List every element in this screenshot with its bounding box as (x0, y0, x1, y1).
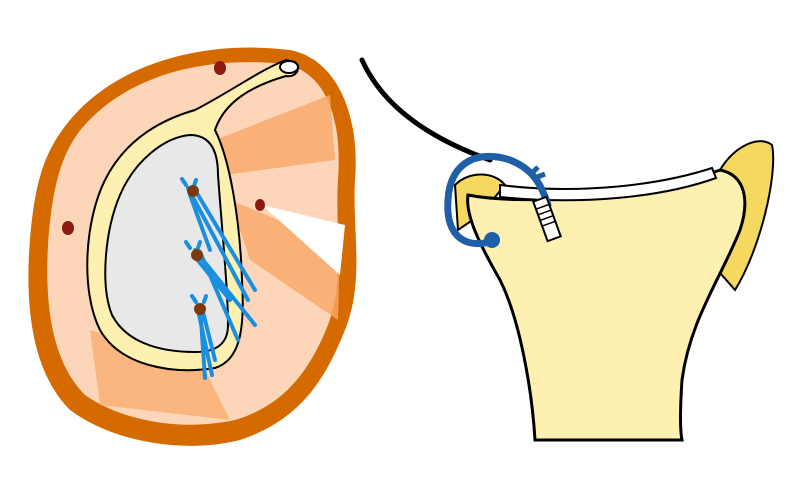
cartilage-gap (499, 166, 718, 202)
coronal-view (359, 57, 775, 442)
joint-gap (262, 205, 345, 275)
muscle-band (230, 200, 340, 320)
anchor (187, 185, 199, 197)
anchor (191, 249, 203, 261)
vessel (214, 61, 226, 75)
vessel (62, 221, 74, 235)
muscle-band (215, 95, 335, 175)
tendon-line (359, 57, 493, 163)
axial-view (28, 47, 357, 446)
suture-knot (484, 232, 500, 248)
anchor-thread (535, 203, 556, 227)
suture-end (528, 165, 546, 181)
tube-opening (279, 60, 299, 74)
glenoid-body (466, 168, 747, 442)
vessel (255, 199, 265, 211)
sutures (180, 177, 257, 380)
anchor (194, 303, 206, 315)
